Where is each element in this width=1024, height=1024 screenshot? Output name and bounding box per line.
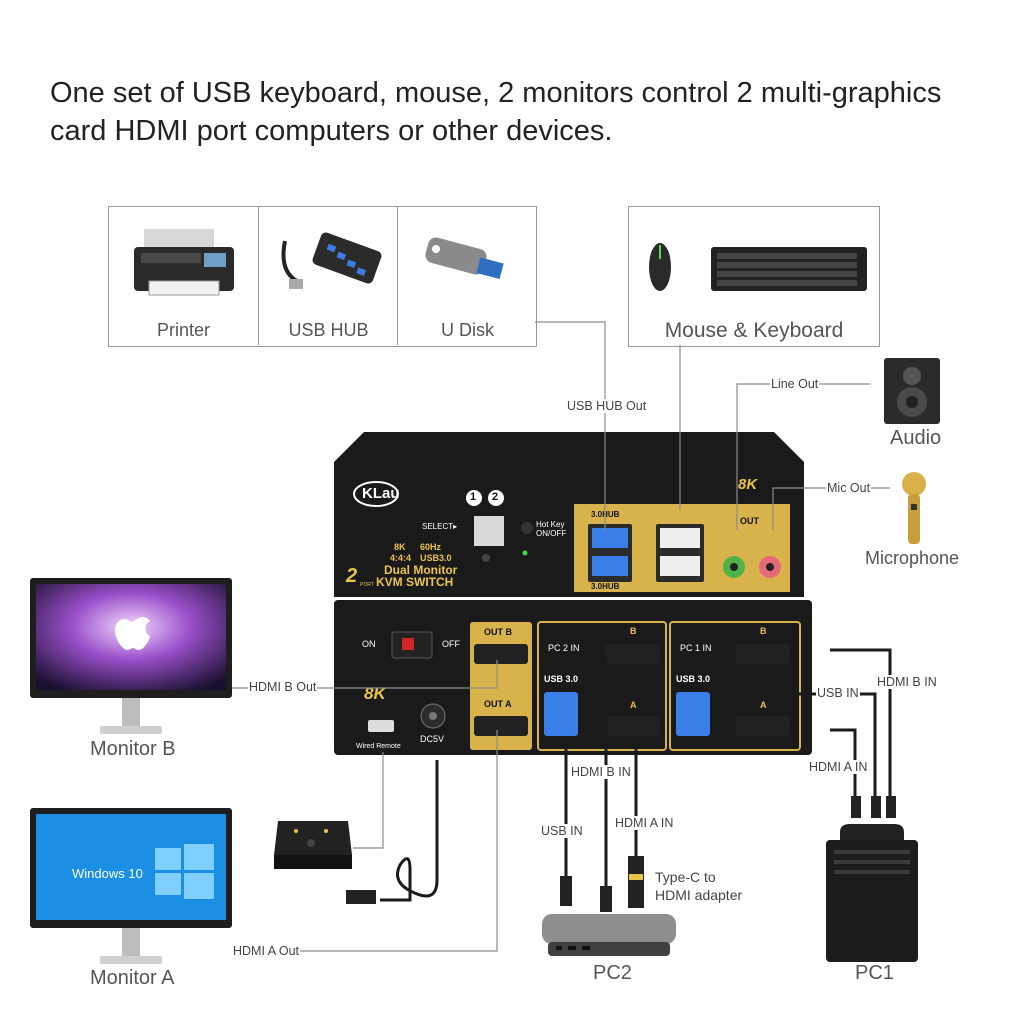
kvm-port-1: 1	[470, 491, 477, 503]
hotkey-label: Hot Key ON/OFF	[536, 520, 567, 538]
printer-icon	[134, 229, 234, 296]
pc1-hdmi-b-in-label: HDMI B IN	[876, 675, 938, 689]
pc2-a-label: A	[630, 700, 637, 710]
monitor-a: Windows 10	[30, 808, 232, 968]
kvm-spec-chroma: 4:4:4	[390, 553, 412, 563]
kvm-brand: KLau	[362, 485, 400, 502]
hdmi-b-out-label: HDMI B Out	[248, 680, 318, 694]
windows-10-text: Windows 10	[72, 866, 143, 881]
power-on-label: ON	[362, 639, 376, 649]
kvm-spec-hz: 60Hz	[420, 542, 442, 552]
pc1-usb30-label: USB 3.0	[676, 674, 711, 684]
out-a-label: OUT A	[484, 699, 512, 709]
u-disk-cell: U Disk	[397, 207, 537, 345]
pc2-in-label: PC 2 IN	[548, 643, 580, 653]
usb-hub-icon	[281, 232, 382, 289]
speaker-icon	[884, 358, 940, 424]
kvm-front-panel: KLau 1 2 SELECT▸ Hot Key ON/OFF 8K 60Hz …	[334, 432, 804, 602]
pc2-usb-in-label: USB IN	[540, 824, 584, 838]
pc2-hdmi-a-in-label: HDMI A IN	[614, 816, 675, 830]
wired-remote-label: Wired Remote	[356, 743, 401, 750]
pc2-label: PC2	[593, 962, 632, 984]
pc2-device	[542, 914, 676, 956]
line-out-label: Line Out	[770, 377, 820, 391]
kvm-spec-usb: USB3.0	[420, 553, 452, 563]
kvm-port-count: 2	[346, 565, 358, 587]
pc1-a-label: A	[760, 700, 767, 710]
mouse-keyboard-box: Mouse & Keyboard	[628, 206, 880, 347]
back-8k-label: 8K	[364, 684, 386, 703]
kvm-line1: Dual Monitor	[384, 563, 458, 577]
pc1-device	[826, 824, 918, 962]
kvm-back-panel: ON OFF OUT B OUT A 8K Wired Remote DC5V …	[334, 600, 812, 758]
select-label: SELECT▸	[422, 522, 458, 531]
printer-cell: Printer	[109, 207, 258, 345]
usb-flash-drive-icon	[425, 237, 504, 280]
mouse-keyboard-label: Mouse & Keyboard	[664, 319, 844, 342]
pc2-usb30-label: USB 3.0	[544, 674, 579, 684]
pc1-hdmi-a-in-label: HDMI A IN	[808, 760, 869, 774]
kvm-spec-8k: 8K	[394, 542, 406, 552]
monitor-b-label: Monitor B	[90, 738, 176, 760]
printer-label: Printer	[156, 320, 210, 340]
kvm-port-word: PORT	[360, 582, 374, 588]
dc5v-label: DC5V	[420, 734, 445, 744]
microphone-label: Microphone	[865, 548, 960, 568]
kvm-line2: KVM SWITCH	[376, 575, 454, 589]
usb-hub-label: USB HUB	[288, 320, 369, 340]
type-c-adapter-label: Type-C to HDMI adapter	[654, 868, 744, 904]
pc1-label: PC1	[855, 962, 894, 984]
usb-hub-out-label: USB HUB Out	[566, 399, 648, 413]
hub-bottom-label: 3.0HUB	[591, 582, 620, 591]
front-8k-label: 8K	[738, 476, 758, 493]
headline: One set of USB keyboard, mouse, 2 monito…	[50, 77, 942, 147]
usb-devices-box: Printer USB HUB U Disk	[108, 206, 537, 347]
pc1-in-label: PC 1 IN	[680, 643, 712, 653]
pc1-usb-in-label: USB IN	[816, 686, 860, 700]
hdmi-a-out-label: HDMI A Out	[232, 944, 300, 958]
kvm-port-2: 2	[492, 491, 499, 503]
pc2-hdmi-b-in-label: HDMI B IN	[570, 765, 632, 779]
audio-label: Audio	[890, 427, 942, 449]
pc1-b-label: B	[760, 626, 767, 636]
wired-remote-icon	[274, 821, 352, 869]
pc2-b-label: B	[630, 626, 637, 636]
keyboard-icon	[711, 247, 867, 291]
out-b-label: OUT B	[484, 627, 512, 637]
monitor-b	[30, 578, 232, 738]
mouse-icon	[649, 243, 671, 291]
mic-out-label: Mic Out	[826, 481, 872, 495]
audio-out-label: OUT	[740, 516, 759, 526]
microphone-icon	[902, 472, 926, 544]
u-disk-label: U Disk	[441, 320, 494, 340]
power-off-label: OFF	[442, 639, 460, 649]
usb-hub-cell: USB HUB	[258, 207, 398, 345]
monitor-a-label: Monitor A	[90, 967, 175, 989]
